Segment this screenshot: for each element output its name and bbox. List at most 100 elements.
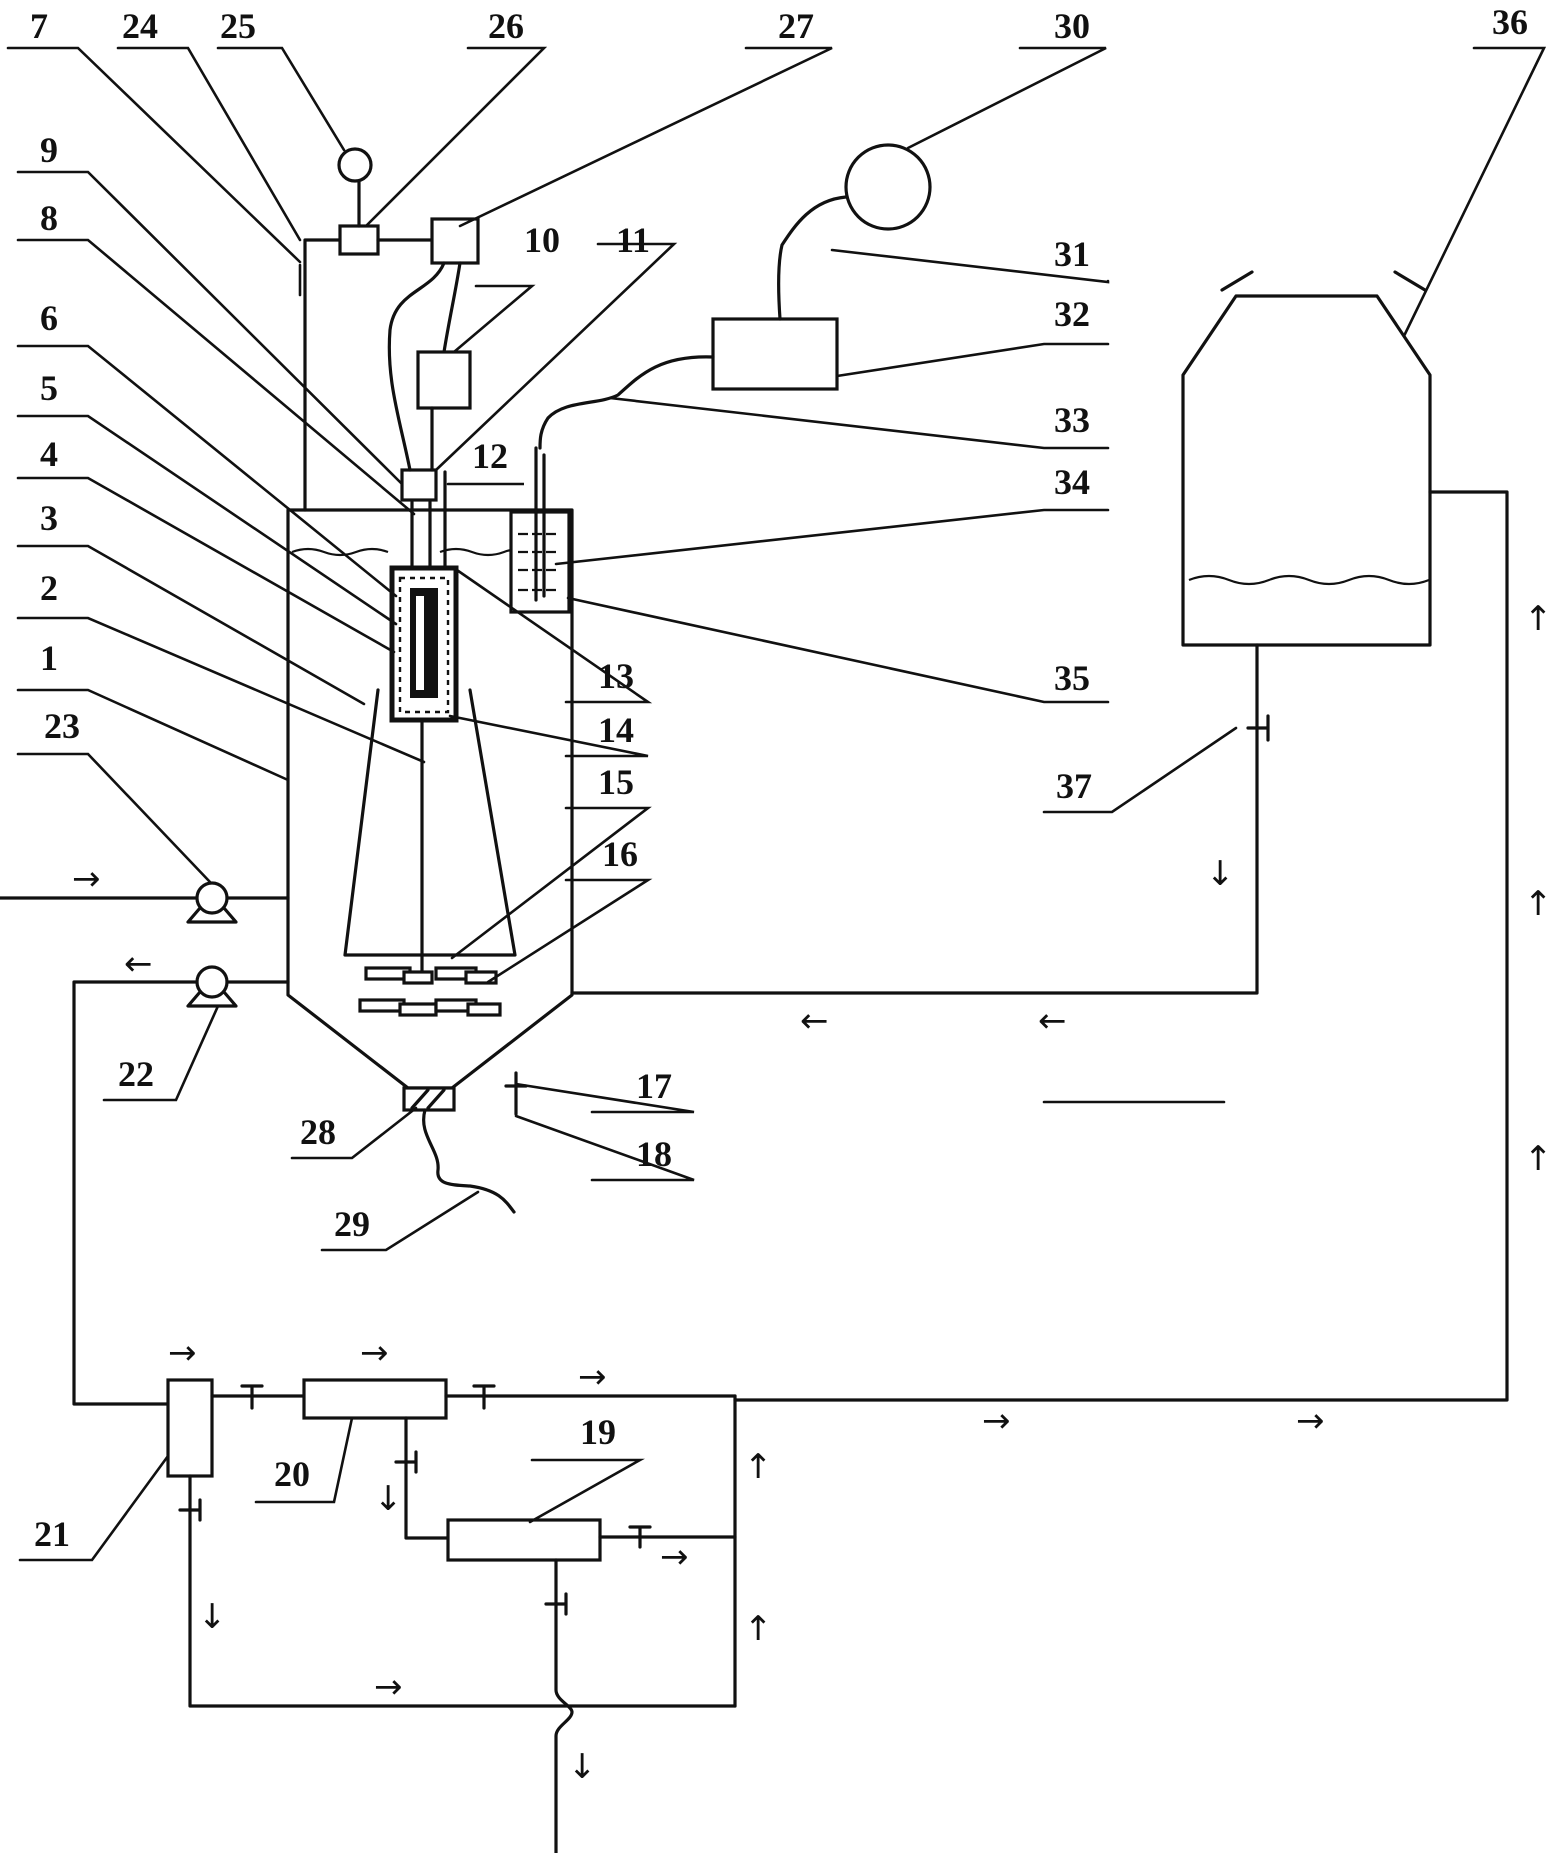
- arrow-21-20: →: [168, 1333, 197, 1373]
- box-26: [338, 224, 380, 256]
- label-6: 6: [40, 298, 58, 338]
- flow-arrows: → ← ← ← ↓ ↑ ↑ ↑ → → → → → ↓ → ↑ ↑ ↓ → ↓: [72, 599, 1552, 1787]
- arrow-up-1: ↑: [1524, 599, 1552, 639]
- label-17: 17: [636, 1066, 672, 1106]
- arrow-20-19: ↓: [374, 1479, 403, 1519]
- label-35: 35: [1054, 658, 1090, 698]
- valve-21-bottom: [178, 1498, 202, 1522]
- heater-housing: [509, 510, 571, 614]
- label-5: 5: [40, 368, 58, 408]
- label-30: 30: [1054, 6, 1090, 46]
- sensor-25-gauge: [337, 147, 373, 183]
- unit-19: [446, 1518, 602, 1562]
- label-22: 22: [118, 1054, 154, 1094]
- arrow-up-2: ↑: [1524, 884, 1552, 924]
- cable-29: [422, 1108, 516, 1214]
- unit-20: [302, 1378, 448, 1420]
- label-13: 13: [598, 656, 634, 696]
- wire-27-to-10: [442, 261, 462, 354]
- arrow-return-2: ←: [1038, 1001, 1067, 1041]
- label-25: 25: [220, 6, 256, 46]
- valve-19-drain: [544, 1592, 568, 1616]
- tank-return-line: [733, 490, 1509, 1402]
- wire-27-to-9: [387, 261, 446, 472]
- line-21-bottom: [188, 1474, 737, 1708]
- arrow-19-right: →: [660, 1537, 689, 1577]
- cable-33: [538, 355, 715, 450]
- label-23: 23: [44, 706, 80, 746]
- arrow-mid-1: →: [982, 1401, 1011, 1441]
- label-16: 16: [602, 834, 638, 874]
- label-28: 28: [300, 1112, 336, 1152]
- part-labels: 7 24 25 26 27 30 36 9 8 10 11 31 32 6 5 …: [30, 2, 1528, 1554]
- arrow-outlet: ←: [124, 944, 153, 984]
- label-32: 32: [1054, 294, 1090, 334]
- pump-23: [186, 881, 238, 924]
- tank-36: [1181, 270, 1432, 647]
- label-10: 10: [524, 220, 560, 260]
- label-14: 14: [598, 710, 634, 750]
- label-7: 7: [30, 6, 48, 46]
- reactor-liquid-level: [291, 547, 537, 557]
- valve-20-19: [394, 1450, 418, 1474]
- label-9: 9: [40, 130, 58, 170]
- arrow-return-1: ←: [800, 1001, 829, 1041]
- valve-21-20: [240, 1384, 264, 1410]
- label-8: 8: [40, 198, 58, 238]
- membrane-module: [389, 565, 459, 723]
- drain-valve-17: [504, 1071, 528, 1116]
- label-18: 18: [636, 1134, 672, 1174]
- arrow-drain-down: ↓: [568, 1747, 597, 1787]
- box-10: [416, 350, 472, 410]
- outlet-line-to-21: [72, 980, 199, 1406]
- arrow-junction-up-1: ↑: [744, 1447, 773, 1487]
- label-3: 3: [40, 498, 58, 538]
- label-26: 26: [488, 6, 524, 46]
- valve-20-out: [472, 1384, 496, 1410]
- arrow-bottom-right: →: [374, 1667, 403, 1707]
- leader-lines: [6, 46, 1547, 1562]
- label-2: 2: [40, 568, 58, 608]
- arrow-21-down: ↓: [198, 1597, 227, 1637]
- tank-liquid-level: [1188, 574, 1430, 586]
- arrow-feed: →: [72, 859, 101, 899]
- arrow-20-top: →: [360, 1333, 389, 1373]
- label-11: 11: [616, 220, 650, 260]
- line-19-drain: [554, 1558, 574, 1853]
- top-connector: [400, 468, 438, 502]
- pump-22: [186, 965, 238, 1008]
- label-1: 1: [40, 638, 58, 678]
- label-19: 19: [580, 1412, 616, 1452]
- draft-tube: [343, 688, 517, 957]
- arrow-mid-2: →: [1296, 1401, 1325, 1441]
- unit-21: [166, 1378, 214, 1478]
- arrow-tank-down: ↓: [1206, 854, 1235, 894]
- label-20: 20: [274, 1454, 310, 1494]
- label-24: 24: [122, 6, 158, 46]
- tank-outlet-line: [570, 643, 1259, 995]
- arrow-20-out: →: [578, 1357, 607, 1397]
- label-12: 12: [472, 436, 508, 476]
- bottom-outlet-hatch: [410, 1088, 446, 1110]
- label-37: 37: [1056, 766, 1092, 806]
- box-27: [430, 217, 480, 265]
- device-30: [844, 143, 932, 231]
- label-31: 31: [1054, 234, 1090, 274]
- gas-line: [303, 238, 342, 512]
- valve-19-right: [628, 1525, 652, 1549]
- label-33: 33: [1054, 400, 1090, 440]
- label-15: 15: [598, 762, 634, 802]
- label-4: 4: [40, 434, 58, 474]
- label-34: 34: [1054, 462, 1090, 502]
- valve-37: [1246, 714, 1270, 742]
- cable-31: [777, 195, 848, 321]
- label-36: 36: [1492, 2, 1528, 42]
- label-29: 29: [334, 1204, 370, 1244]
- impeller: [358, 966, 502, 1017]
- arrow-up-3: ↑: [1524, 1139, 1552, 1179]
- label-21: 21: [34, 1514, 70, 1554]
- controller-32: [711, 317, 839, 391]
- label-27: 27: [778, 6, 814, 46]
- line-20-19: [404, 1416, 450, 1540]
